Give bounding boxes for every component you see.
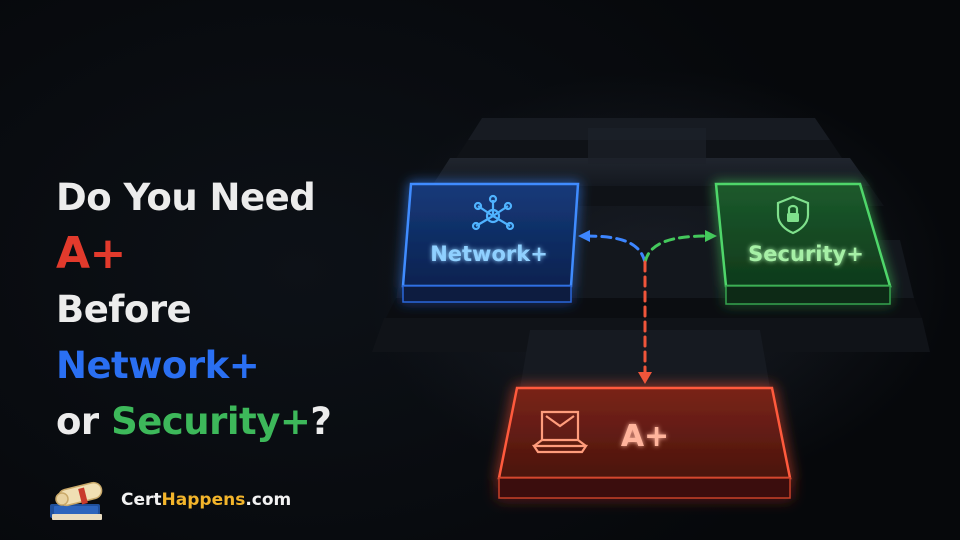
brand[interactable]: CertHappens.com xyxy=(46,476,346,526)
headline-or: or xyxy=(56,400,112,443)
arrow-to-network-plus xyxy=(584,234,647,264)
network-plus-card[interactable] xyxy=(401,182,580,303)
arrowhead-security xyxy=(705,230,717,242)
brand-name-happens: Happens xyxy=(161,490,246,510)
a-plus-card-label: A+ xyxy=(621,419,669,454)
diploma-book-icon xyxy=(50,481,103,520)
brand-name-cert: Cert xyxy=(121,490,162,510)
network-hub-icon xyxy=(471,194,515,231)
headline-line-1: Do You Need xyxy=(56,176,316,219)
arrow-to-security-plus xyxy=(643,234,710,264)
shield-lock-icon xyxy=(776,195,810,235)
headline-a-plus: A+ xyxy=(56,228,126,279)
arrowhead-network xyxy=(578,230,590,242)
headline-line-3: Before xyxy=(56,288,192,331)
a-plus-card[interactable] xyxy=(497,386,792,499)
headline-line-5: or Security+? xyxy=(56,394,386,450)
headline-question-mark: ? xyxy=(310,400,332,443)
security-plus-card[interactable] xyxy=(714,182,892,305)
headline: Do You Need A+ Before Network+ or Securi… xyxy=(56,170,386,450)
security-plus-card-label: Security+ xyxy=(748,242,864,266)
headline-network-plus: Network+ xyxy=(56,344,260,387)
laptop-icon xyxy=(531,410,589,454)
brand-name: CertHappens.com xyxy=(121,490,291,510)
brand-name-domain: .com xyxy=(245,490,292,510)
headline-security-plus: Security+ xyxy=(111,400,311,443)
network-plus-card-label: Network+ xyxy=(430,242,548,266)
path-arrows xyxy=(584,234,710,376)
arrowhead-a-plus xyxy=(638,372,652,384)
